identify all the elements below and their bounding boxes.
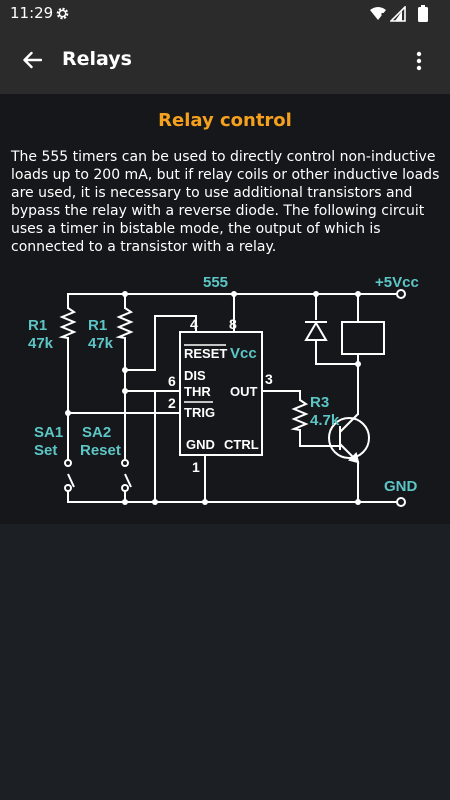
gnd-terminal [396,497,406,507]
r1a-name: R1 [28,317,47,334]
more-options-button[interactable] [404,44,434,78]
sa1-name: SA1 [34,424,63,441]
r1b-value: 47k [88,335,114,352]
junction-dots [65,291,361,505]
pin-dis-label: DIS [184,368,206,383]
pin-gnd-label: GND [186,437,215,452]
r1b-resistor-symbol [115,307,134,339]
pin-number-1: 1 [192,459,200,475]
sa2-label: Reset [80,442,121,459]
description-text: The 555 timers can be used to directly c… [11,149,440,255]
vcc-terminal [396,289,406,299]
diode-symbol [304,321,328,341]
wifi-icon [370,7,386,21]
sa1-switch-symbol [64,459,75,492]
r3-resistor-symbol [290,399,309,431]
pin-vcc-label: Vcc [230,345,257,362]
settings-gear-icon [56,7,69,20]
arrow-back-icon [23,51,42,69]
pin-number-4: 4 [190,316,198,332]
r1a-resistor-symbol [58,307,77,339]
relay-coil-symbol [341,321,385,355]
transistor-symbol [300,413,370,464]
more-vert-icon [416,51,422,71]
r3-value: 4.7k [310,412,340,429]
sa1-label: Set [34,442,57,459]
content-card: Relay control The 555 timers can be used… [0,94,450,524]
page-title: Relays [62,48,132,70]
pin-number-8: 8 [229,316,237,332]
pin-thr-label: THR [184,384,211,399]
sa2-switch-symbol [121,459,132,492]
app-bar: Relays [0,28,450,94]
pin-number-3: 3 [265,371,273,387]
r1a-value: 47k [28,335,54,352]
battery-icon [418,5,428,22]
r3-name: R3 [310,394,329,411]
pin-out-label: OUT [230,384,258,399]
status-time: 11:29 [10,4,54,22]
pin-number-6: 6 [168,373,176,389]
section-title: Relay control [158,110,292,131]
pin-reset-label: RESET [184,346,227,361]
chip-label: 555 [203,274,228,291]
r1b-name: R1 [88,317,107,334]
pin-number-2: 2 [168,395,176,411]
vcc-label: +5Vcc [375,274,419,291]
back-button[interactable] [14,42,50,78]
sa2-name: SA2 [82,424,111,441]
status-bar: 11:29 [0,0,450,28]
gnd-label: GND [384,478,418,495]
pin-trig-label: TRIG [184,405,215,420]
pin-ctrl-label: CTRL [224,437,259,452]
ic-555-chip [179,331,263,456]
signal-icon [390,6,406,22]
circuit-diagram: 555 +5Vcc GND R1 47k R1 47k R3 4.7k SA1 … [28,274,419,507]
